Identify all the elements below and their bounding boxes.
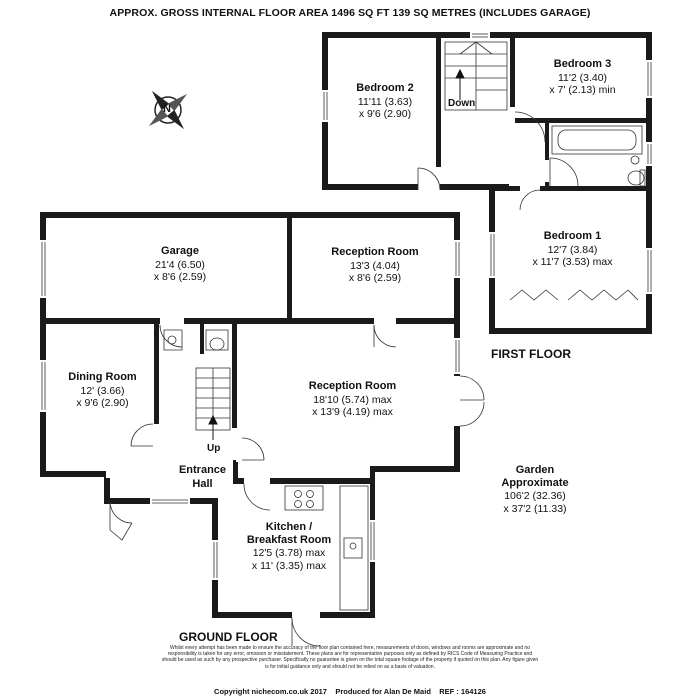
room-name-line-2: Breakfast Room <box>246 533 332 546</box>
room-garage: Garage 21'4 (6.50) x 8'6 (2.59) <box>100 245 260 284</box>
room-reception-small: Reception Room 13'3 (4.04) x 8'6 (2.59) <box>300 246 450 285</box>
room-dim-2: x 9'6 (2.90) <box>358 108 412 120</box>
room-dim-1: 21'4 (6.50) <box>155 258 205 271</box>
room-dim-2: x 13'9 (4.19) max <box>312 406 393 418</box>
disclaimer-text: Whilst every attempt has been made to en… <box>161 645 539 670</box>
room-name-line-1: Entrance <box>178 464 227 476</box>
room-dim-2: x 8'6 (2.59) <box>348 272 402 284</box>
fixtures-first <box>323 33 652 301</box>
room-name: Dining Room <box>68 371 137 383</box>
stairs-up-label: Up <box>207 443 221 454</box>
garden-name-line-1: Garden <box>515 464 555 476</box>
room-dim-1: 18'10 (5.74) max <box>313 393 392 406</box>
footer-produced: Produced for Alan De Maid <box>335 687 431 696</box>
room-dim-1: 13'3 (4.04) <box>350 259 400 272</box>
room-dining: Dining Room 12' (3.66) x 9'6 (2.90) <box>50 371 155 410</box>
room-name-line-1: Kitchen / <box>265 521 313 533</box>
room-name-line-2: Hall <box>192 477 213 490</box>
stair-arrows <box>208 68 465 440</box>
room-name: Bedroom 3 <box>553 58 612 70</box>
room-name: Bedroom 2 <box>356 82 414 94</box>
room-dim-2: x 11'7 (3.53) max <box>532 256 613 268</box>
room-dim-1: 12'5 (3.78) max <box>252 547 326 559</box>
room-name: Reception Room <box>331 246 419 258</box>
first-floor-label: FIRST FLOOR <box>491 347 571 361</box>
footer: Copyright nichecom.co.uk 2017 Produced f… <box>0 687 700 696</box>
footer-copyright: Copyright nichecom.co.uk 2017 <box>214 687 327 696</box>
fixtures-ground <box>41 242 485 647</box>
room-dim-2: x 8'6 (2.59) <box>153 271 207 283</box>
room-name: Garage <box>161 245 199 257</box>
room-dim-1: 12'7 (3.84) <box>547 243 598 256</box>
room-name: Bedroom 1 <box>543 230 602 242</box>
room-dim-2: x 9'6 (2.90) <box>76 397 129 409</box>
ground-floor-label: GROUND FLOOR <box>179 630 278 644</box>
room-kitchen: Kitchen / Breakfast Room 12'5 (3.78) max… <box>220 521 358 572</box>
garden-dim-2: x 37'2 (11.33) <box>503 502 567 515</box>
stairs-down-label: Down <box>448 98 476 109</box>
room-dim-1: 11'2 (3.40) <box>557 71 608 84</box>
compass-rose <box>148 90 188 130</box>
room-reception-large: Reception Room 18'10 (5.74) max x 13'9 (… <box>270 380 435 419</box>
room-bedroom-3: Bedroom 3 11'2 (3.40) x 7' (2.13) min <box>520 58 645 97</box>
openings <box>321 31 653 294</box>
room-name: Reception Room <box>308 380 397 392</box>
plan-title: APPROX. GROSS INTERNAL FLOOR AREA 1496 S… <box>109 7 591 19</box>
room-dim-1: 11'11 (3.63) <box>357 95 413 108</box>
room-bedroom-2: Bedroom 2 11'11 (3.63) x 9'6 (2.90) <box>335 82 435 121</box>
garden-name-line-2: Approximate <box>501 476 569 489</box>
garden-area: Garden Approximate 106'2 (32.36) x 37'2 … <box>475 464 595 515</box>
room-dim-2: x 7' (2.13) min <box>549 84 616 96</box>
room-dim-2: x 11' (3.35) max <box>251 559 327 572</box>
garden-dim-1: 106'2 (32.36) <box>504 490 566 502</box>
room-dim-1: 12' (3.66) <box>80 384 125 397</box>
footer-ref: REF : 164126 <box>439 687 486 696</box>
compass-letter: N <box>163 103 171 115</box>
room-bedroom-1: Bedroom 1 12'7 (3.84) x 11'7 (3.53) max <box>500 230 645 269</box>
room-entrance-hall: Entrance Hall <box>165 464 240 491</box>
openings-ground <box>39 240 461 619</box>
